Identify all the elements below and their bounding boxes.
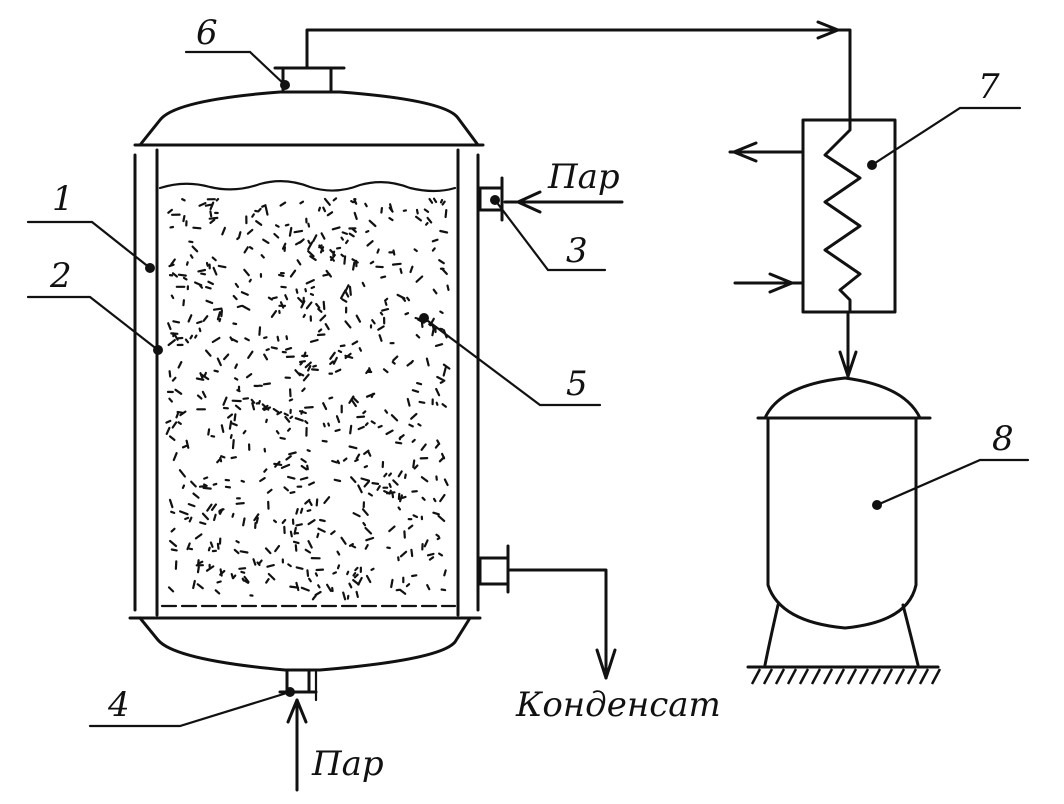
leader-7 — [870, 106, 1022, 167]
leader-2 — [26, 295, 160, 352]
label-condensate: Конденсат — [515, 685, 721, 725]
leader-5 — [422, 316, 602, 407]
plant-material-load — [165, 197, 451, 601]
label-steam-top: Пар — [547, 157, 620, 197]
bottom-steam-nozzle — [278, 668, 318, 702]
leader-3 — [493, 198, 607, 272]
receiver — [746, 376, 942, 685]
vessel-bottom-dome — [138, 616, 472, 672]
distillate-arrow — [838, 350, 858, 378]
leader-1 — [26, 220, 152, 270]
condensate-nozzle — [478, 544, 510, 594]
ground-hatching — [750, 668, 942, 685]
receiver-leg-right — [901, 603, 920, 667]
label-number-4: 4 — [107, 685, 130, 725]
receiver-top-dome — [763, 376, 922, 420]
leader-4 — [88, 690, 292, 728]
receiver-leg-left — [763, 603, 780, 667]
material-surface — [158, 180, 457, 193]
bottom-steam-arrow — [286, 698, 308, 724]
leader-6 — [184, 50, 287, 87]
cooling-water-out-arrow — [732, 141, 758, 163]
cooling-water-in-arrow — [768, 272, 794, 294]
label-number-8: 8 — [992, 419, 1014, 459]
label-number-2: 2 — [49, 256, 72, 296]
label-number-7: 7 — [978, 67, 1000, 107]
label-number-6: 6 — [196, 13, 218, 53]
main-vessel — [128, 90, 485, 672]
leader-8 — [875, 458, 1030, 507]
label-steam-bottom: Пар — [311, 744, 384, 784]
label-number-5: 5 — [566, 364, 588, 404]
jacket-steam-arrow — [516, 190, 542, 214]
label-number-3: 3 — [566, 231, 588, 271]
condensate-arrow — [595, 648, 617, 680]
receiver-body — [766, 416, 918, 630]
vessel-top-dome — [138, 90, 480, 147]
vapour-line-arrow — [816, 20, 840, 40]
jacket-steam-nozzle — [478, 176, 504, 222]
vapour-line — [305, 28, 852, 122]
condensate-line — [508, 568, 608, 680]
label-number-1: 1 — [52, 179, 74, 219]
condenser-coil — [823, 118, 862, 314]
condenser — [801, 118, 897, 314]
leader-lines — [26, 50, 1030, 728]
